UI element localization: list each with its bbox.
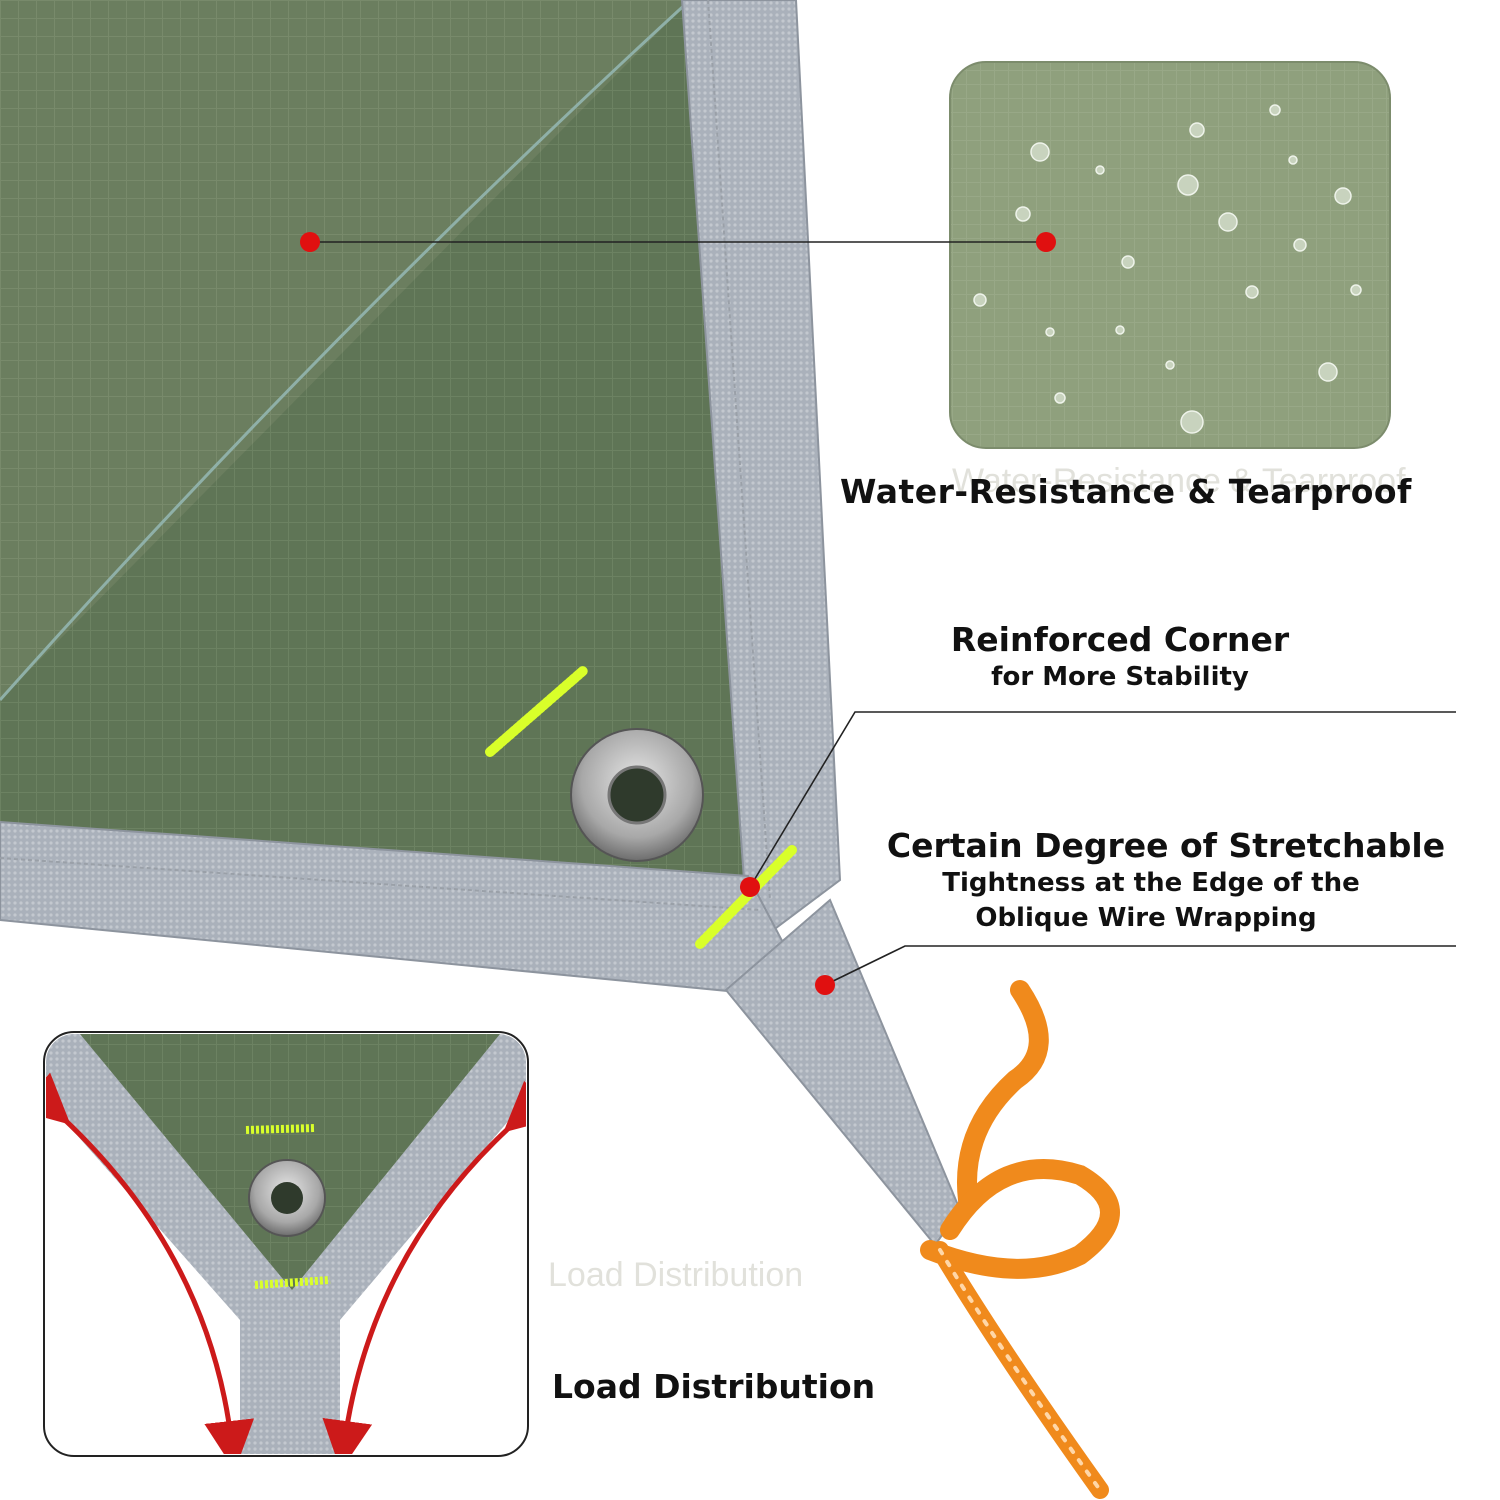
webbing-right <box>680 0 842 942</box>
marker-dot <box>815 975 835 995</box>
stretchable-line-3: Oblique Wire Wrapping <box>975 903 1317 933</box>
marker-dot <box>1036 232 1056 252</box>
reinforced-corner-title: Reinforced Corner <box>950 620 1290 659</box>
stretchable-line-2: Tightness at the Edge of the <box>942 868 1360 898</box>
callout-markers <box>300 232 1056 995</box>
load-arrow-right <box>322 1080 526 1454</box>
yellow-stitch <box>695 845 797 949</box>
water-resistance-title: Water-Resistance & Tearproof <box>840 472 1412 511</box>
reinforced-corner-subtitle: for More Stability <box>991 662 1249 692</box>
water-droplets <box>973 104 1362 434</box>
yellow-stitch <box>485 665 589 757</box>
tarp-corner <box>0 0 962 1247</box>
orange-rope <box>920 980 1120 1499</box>
load-arrow-left <box>46 1072 255 1454</box>
marker-dot <box>300 232 320 252</box>
load-inset <box>43 1031 529 1457</box>
marker-dot <box>740 877 760 897</box>
stretchable-title: Certain Degree of Stretchable <box>886 826 1446 865</box>
callout-lines <box>310 241 1456 986</box>
water-swatch <box>949 61 1391 449</box>
seam-line <box>0 0 692 701</box>
load-distribution-title: Load Distribution <box>552 1367 876 1406</box>
